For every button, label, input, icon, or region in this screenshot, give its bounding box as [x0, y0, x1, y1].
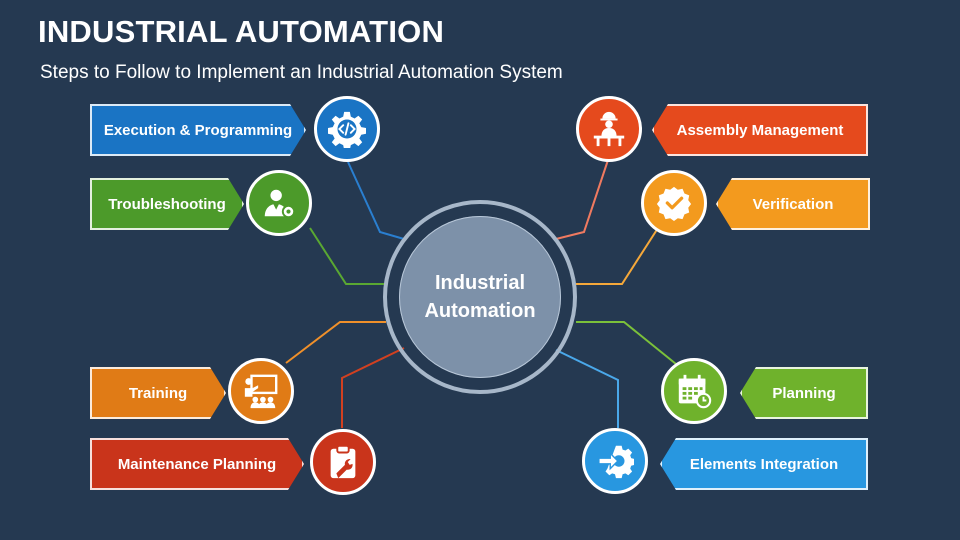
code-gear-icon — [314, 96, 380, 162]
hub-label-line2: Automation — [424, 300, 536, 322]
step-integration-label: Elements Integration — [660, 438, 868, 490]
connector-troubleshooting — [309, 227, 386, 285]
step-execution-text: Execution & Programming — [103, 121, 293, 139]
step-planning-label: Planning — [740, 367, 868, 419]
step-assembly-text: Assembly Management — [676, 121, 844, 139]
step-maintenance-label: Maintenance Planning — [90, 438, 304, 490]
hub-label-line1: Industrial — [434, 272, 525, 294]
step-training-text: Training — [128, 384, 188, 402]
page-title: INDUSTRIAL AUTOMATION — [38, 14, 445, 49]
assembly-worker-icon — [576, 96, 642, 162]
step-planning-text: Planning — [772, 384, 836, 402]
step-maintenance-text: Maintenance Planning — [117, 455, 277, 473]
arrow-gear-icon — [582, 428, 648, 494]
hub-circle: Industrial Automation — [399, 216, 561, 378]
step-assembly-label: Assembly Management — [652, 104, 868, 156]
step-verification-text: Verification — [752, 195, 834, 213]
connector-execution — [347, 161, 405, 240]
clipboard-wrench-icon — [310, 429, 376, 495]
verified-badge-icon — [641, 170, 707, 236]
connector-integration — [555, 349, 619, 428]
step-training-label: Training — [90, 367, 226, 419]
connector-assembly — [555, 159, 609, 240]
hub-ring — [383, 200, 577, 394]
page-subtitle: Steps to Follow to Implement an Industri… — [40, 62, 563, 83]
connector-maintenance — [341, 347, 405, 428]
step-execution-label: Execution & Programming — [90, 104, 306, 156]
connector-training — [285, 321, 386, 364]
step-integration-text: Elements Integration — [689, 455, 839, 473]
connector-verification — [576, 227, 659, 285]
calendar-clock-icon — [661, 358, 727, 424]
technician-gear-icon — [246, 170, 312, 236]
connector-planning — [576, 321, 677, 365]
step-troubleshooting-text: Troubleshooting — [108, 195, 226, 213]
presentation-board-icon — [228, 358, 294, 424]
step-verification-label: Verification — [716, 178, 870, 230]
step-troubleshooting-label: Troubleshooting — [90, 178, 244, 230]
